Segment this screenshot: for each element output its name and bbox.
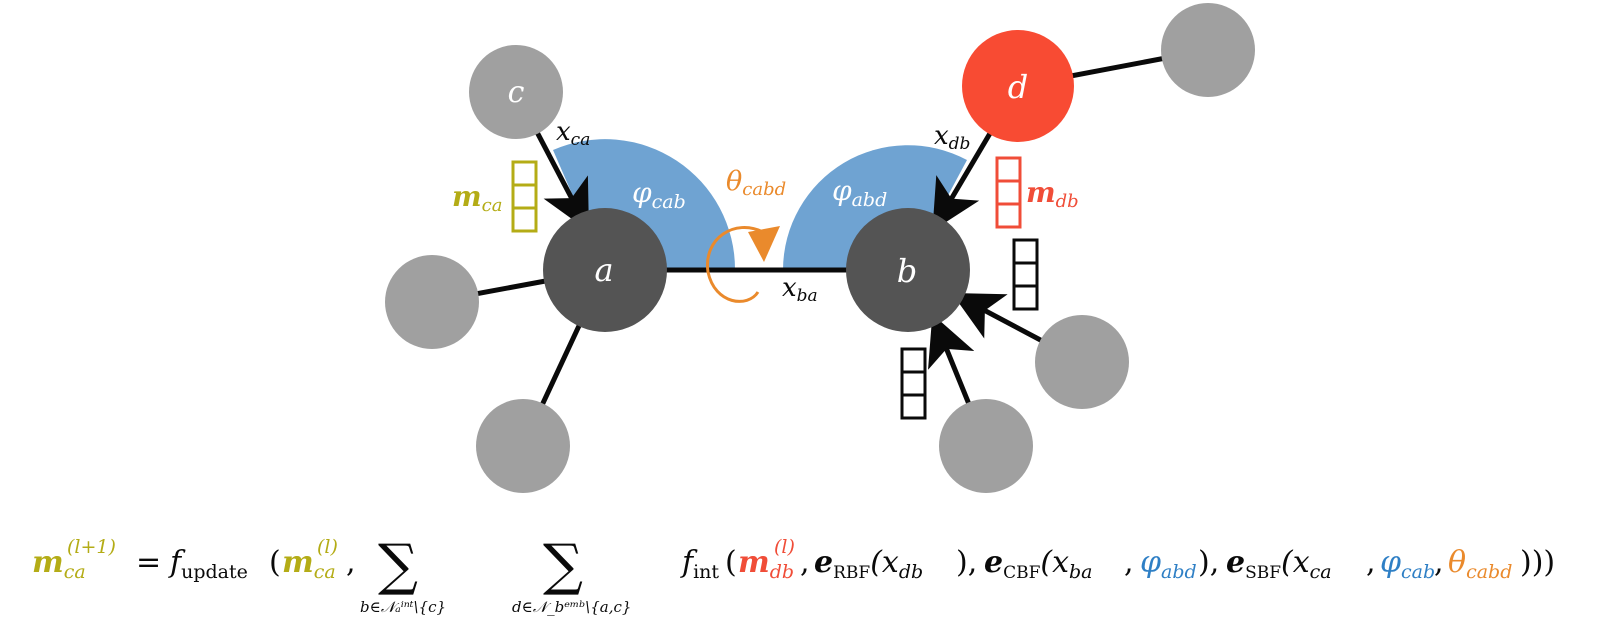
formula-m-db: mdb bbox=[738, 545, 794, 583]
formula-lhs: mca bbox=[32, 545, 86, 583]
formula-e-sbf: eSBF(xca bbox=[1226, 545, 1332, 583]
node-bottom-right bbox=[939, 399, 1033, 493]
node-left bbox=[385, 255, 479, 349]
update-formula: mca (l+1) = fupdate ( mca (l) , ∑ b∈𝒩ₐⁱⁿ… bbox=[32, 533, 1555, 616]
message-vector-db bbox=[995, 156, 1022, 229]
node-c bbox=[469, 45, 563, 139]
formula-e-cbf: eCBF(xba bbox=[984, 545, 1093, 583]
formula-sum-1: ∑ bbox=[378, 533, 418, 598]
formula-sbf-comma-1: , bbox=[1366, 545, 1376, 580]
node-label-b: b bbox=[897, 252, 917, 290]
node-bottom-left bbox=[476, 399, 570, 493]
angle-label-theta-cabd: θcabd bbox=[726, 166, 786, 200]
node-label-d: d bbox=[1008, 68, 1028, 106]
edge-label-xca: xca bbox=[556, 117, 590, 150]
formula-cbf-close: ), bbox=[1198, 545, 1219, 580]
torsion-loop bbox=[706, 226, 764, 303]
edge-label-xdb: xdb bbox=[934, 121, 970, 154]
formula-sum-2-index: d∈𝒩_bᵉᵐᵇ\{a,c} bbox=[512, 598, 631, 616]
message-label-mca: mca bbox=[452, 180, 502, 216]
formula-sbf-phi: φcab bbox=[1380, 545, 1435, 583]
torsion-arrowhead bbox=[748, 226, 780, 262]
message-vector-ca bbox=[511, 160, 538, 233]
formula-m-ca-sup: (l) bbox=[317, 536, 338, 558]
formula-close-parens: ))) bbox=[1520, 545, 1555, 580]
formula-lhs-sup: (l+1) bbox=[67, 536, 116, 558]
node-d bbox=[962, 30, 1074, 142]
node-right bbox=[1035, 315, 1129, 409]
formula-sum-1-index: b∈𝒩ₐⁱⁿᵗ\{c} bbox=[360, 598, 446, 616]
message-vector-right bbox=[1012, 238, 1039, 311]
message-vector-bottom bbox=[900, 347, 927, 420]
node-a bbox=[543, 208, 667, 332]
node-label-a: a bbox=[594, 251, 613, 289]
formula-equals: = bbox=[136, 545, 161, 580]
message-label-mdb: mdb bbox=[1026, 176, 1079, 212]
formula-open-paren-2: ( bbox=[725, 545, 737, 580]
formula-f-update: fupdate bbox=[168, 545, 248, 583]
formula-cbf-comma: , bbox=[1124, 545, 1134, 580]
formula-comma-2: , bbox=[800, 545, 810, 580]
edge-label-xba: xba bbox=[782, 273, 818, 306]
graph-diagram: c a b d xca xdb xba φcab φabd θcabd mca … bbox=[385, 3, 1255, 493]
formula-open-paren: ( bbox=[269, 545, 281, 580]
formula-e-rbf: eRBF(xdb))) bbox=[814, 545, 923, 583]
formula-cbf-phi: φabd bbox=[1140, 545, 1197, 583]
node-label-c: c bbox=[508, 75, 525, 110]
formula-m-db-sup: (l) bbox=[774, 536, 795, 558]
formula-f-int: fint bbox=[680, 545, 719, 583]
formula-rbf-close: ), bbox=[956, 545, 977, 580]
formula-m-ca: mca bbox=[282, 545, 336, 583]
formula-sbf-theta: θcabd bbox=[1448, 545, 1512, 583]
node-top-right bbox=[1161, 3, 1255, 97]
formula-comma-1: , bbox=[346, 545, 356, 580]
formula-sum-2: ∑ bbox=[543, 533, 583, 598]
angle-label-phi-abd: φabd bbox=[832, 174, 887, 211]
node-b bbox=[846, 208, 970, 332]
angle-label-phi-cab: φcab bbox=[632, 176, 686, 213]
formula-sbf-comma-2: , bbox=[1434, 545, 1444, 580]
